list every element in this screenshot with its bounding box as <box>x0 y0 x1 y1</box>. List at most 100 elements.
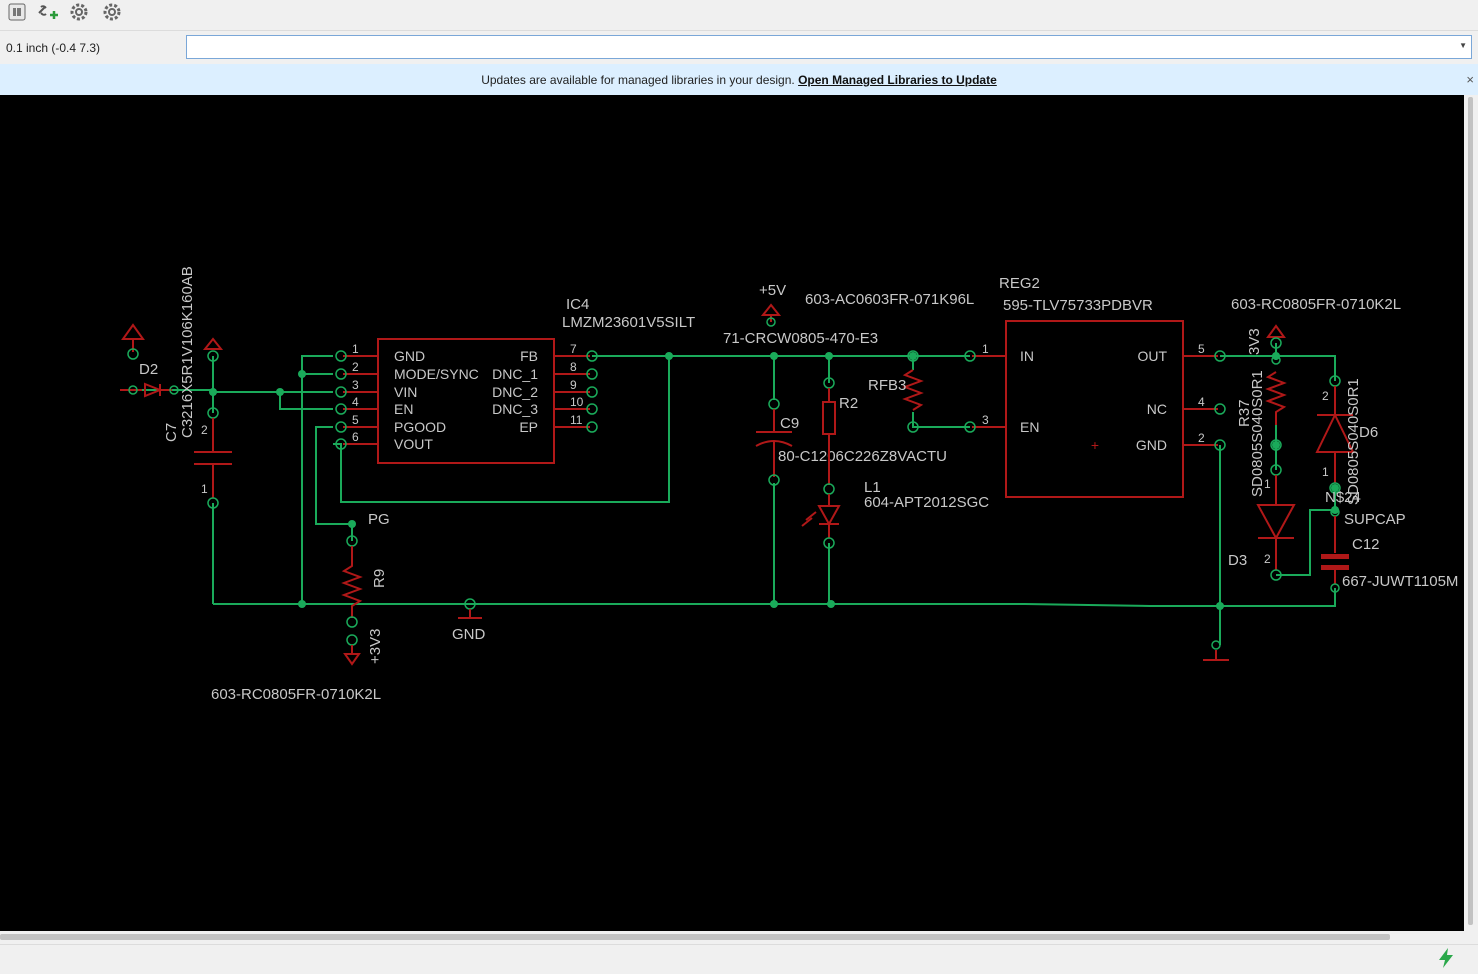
library-icon[interactable] <box>4 0 30 24</box>
command-field[interactable]: ▼ <box>186 35 1472 59</box>
ic4-pin-name: DNC_2 <box>492 384 538 400</box>
ic4-pin-name: VIN <box>394 384 417 400</box>
d3-symbol[interactable]: 1 2 D3 SD0805S040S0R1 <box>1228 370 1296 581</box>
rfb3-symbol[interactable]: 603-AC0603FR-071K96L RFB3 <box>805 291 974 433</box>
c9-name-label: C9 <box>780 415 799 432</box>
schematic-drawing[interactable]: GND MODE/SYNC VIN EN PGOOD VOUT 1 2 3 4 … <box>0 95 1464 931</box>
r37-symbol[interactable]: 603-RC0805FR-0710K2L 3V3 R37 <box>1231 296 1401 451</box>
gnd-symbol[interactable] <box>1203 640 1229 661</box>
toolbar <box>0 0 1478 31</box>
r9-name-label: R9 <box>371 569 388 588</box>
supply-5v-symbol[interactable]: +5V <box>759 282 786 327</box>
d2-label: D2 <box>139 361 158 378</box>
r2-symbol[interactable]: 71-CRCW0805-470-E3 R2 <box>723 330 878 495</box>
command-bar: 0.1 inch (-0.4 7.3) ▼ <box>0 31 1478 64</box>
net-wires <box>135 343 1336 645</box>
vertical-scrollbar[interactable] <box>1464 95 1478 931</box>
command-input[interactable] <box>191 38 1445 58</box>
scroll-thumb[interactable] <box>1468 97 1473 925</box>
r37-value-label: 603-RC0805FR-0710K2L <box>1231 296 1401 313</box>
open-managed-libraries-link[interactable]: Open Managed Libraries to Update <box>798 73 997 87</box>
ic4-pin-number: 2 <box>352 360 359 374</box>
reg2-pin-number: 5 <box>1198 342 1205 356</box>
junction-dots <box>209 352 1339 610</box>
ic4-value-label: LMZM23601V5SILT <box>562 314 695 331</box>
gear-icon[interactable] <box>99 0 125 24</box>
c7-symbol[interactable]: 2 1 C7 C3216X5R1V106K160AB <box>163 266 232 509</box>
rfb3-name-label: RFB3 <box>868 377 906 394</box>
ic4-pin-name: EN <box>394 401 413 417</box>
rfb3-value-label: 603-AC0603FR-071K96L <box>805 291 974 308</box>
ic4-pin-number: 4 <box>352 395 359 409</box>
c9-value-label: 80-C1206C226Z8VACTU <box>778 448 947 465</box>
reg2-pin-name: NC <box>1147 401 1167 417</box>
schematic-canvas[interactable]: GND MODE/SYNC VIN EN PGOOD VOUT 1 2 3 4 … <box>0 95 1464 931</box>
ic4-symbol[interactable]: GND MODE/SYNC VIN EN PGOOD VOUT 1 2 3 4 … <box>335 296 695 464</box>
ic4-pin-name: VOUT <box>394 436 433 452</box>
svg-text:1: 1 <box>1264 477 1271 491</box>
ic4-name-label: IC4 <box>566 296 589 313</box>
c12-name-label: C12 <box>1352 536 1380 553</box>
c12-supercap-symbol[interactable]: N$24 SUPCAP C12 667-JUWT1105M <box>1321 489 1458 593</box>
reg2-pin-number: 4 <box>1198 395 1205 409</box>
ic4-pin-number: 9 <box>570 378 577 392</box>
ic4-pin-name: PGOOD <box>394 419 446 435</box>
notification-message: Updates are available for managed librar… <box>481 73 795 87</box>
close-icon[interactable]: × <box>1466 72 1474 87</box>
c7-name-label: C7 <box>163 423 180 442</box>
ic4-pin-number: 1 <box>352 342 359 356</box>
r9-symbol[interactable]: PG R9 +3V3 603-RC0805FR-0710K2L <box>211 511 390 703</box>
d3-name-label: D3 <box>1228 552 1247 569</box>
reg2-pin-name: OUT <box>1137 348 1167 364</box>
ic4-pin-name: GND <box>394 348 425 364</box>
l1-name-label: L1 <box>864 479 881 496</box>
ic4-pin-number: 7 <box>570 342 577 356</box>
reg2-pin-number: 3 <box>982 413 989 427</box>
gnd-label: GND <box>452 626 486 643</box>
coordinate-readout: 0.1 inch (-0.4 7.3) <box>6 41 101 55</box>
net-label: N$24 <box>1325 489 1361 506</box>
gear-icon[interactable] <box>66 0 92 24</box>
d6-name-label: D6 <box>1359 424 1378 441</box>
scroll-thumb[interactable] <box>0 934 1390 940</box>
ic4-pin-name: DNC_3 <box>492 401 538 417</box>
c9-symbol[interactable]: C9 80-C1206C226Z8VACTU <box>755 398 947 486</box>
l1-led-symbol[interactable]: L1 604-APT2012SGC <box>801 479 989 549</box>
r37-name-label: R37 <box>1236 399 1253 427</box>
reg2-name-label: REG2 <box>999 275 1040 292</box>
r2-name-label: R2 <box>839 395 858 412</box>
lightning-icon[interactable] <box>1436 947 1456 974</box>
ic4-pin-number: 8 <box>570 360 577 374</box>
supply-5v-label: +5V <box>759 282 786 299</box>
reg2-pin-name: GND <box>1136 437 1167 453</box>
r37-supply-label: 3V3 <box>1246 328 1263 355</box>
svg-text:+: + <box>1091 437 1099 453</box>
reg2-pin-number: 2 <box>1198 431 1205 445</box>
svg-text:2: 2 <box>1264 552 1271 566</box>
ic4-pin-name: FB <box>520 348 538 364</box>
reg2-pin-name: IN <box>1020 348 1034 364</box>
reg2-symbol[interactable]: + IN EN 1 3 OUT NC GND 5 4 2 REG2 595-TL… <box>964 275 1226 498</box>
d2-symbol[interactable]: D2 <box>120 323 179 398</box>
reg2-value-label: 595-TLV75733PDBVR <box>1003 297 1153 314</box>
supcap-label: SUPCAP <box>1344 511 1406 528</box>
chevron-down-icon[interactable]: ▼ <box>1459 41 1467 50</box>
svg-text:2: 2 <box>1322 389 1329 403</box>
ic4-pin-number: 10 <box>570 395 584 409</box>
l1-value-label: 604-APT2012SGC <box>864 494 989 511</box>
gnd-symbol[interactable]: GND <box>452 598 486 643</box>
reg2-pin-number: 1 <box>982 342 989 356</box>
status-bar <box>0 944 1478 971</box>
pg-label: PG <box>368 511 390 528</box>
c12-value-label: 667-JUWT1105M <box>1342 573 1458 590</box>
d6-symbol[interactable]: 2 1 D6 SD0805S040S0R1 <box>1315 375 1378 505</box>
horizontal-scrollbar[interactable] <box>0 931 1464 944</box>
r9-value-label: 603-RC0805FR-0710K2L <box>211 686 381 703</box>
ic4-pin-name: DNC_1 <box>492 366 538 382</box>
c7-pin2-label: 2 <box>201 423 208 437</box>
r2-value-label: 71-CRCW0805-470-E3 <box>723 330 878 347</box>
ic4-pin-name: MODE/SYNC <box>394 366 479 382</box>
c7-pin1-label: 1 <box>201 482 208 496</box>
add-link-icon[interactable] <box>34 0 60 24</box>
c7-value-label: C3216X5R1V106K160AB <box>179 266 196 438</box>
